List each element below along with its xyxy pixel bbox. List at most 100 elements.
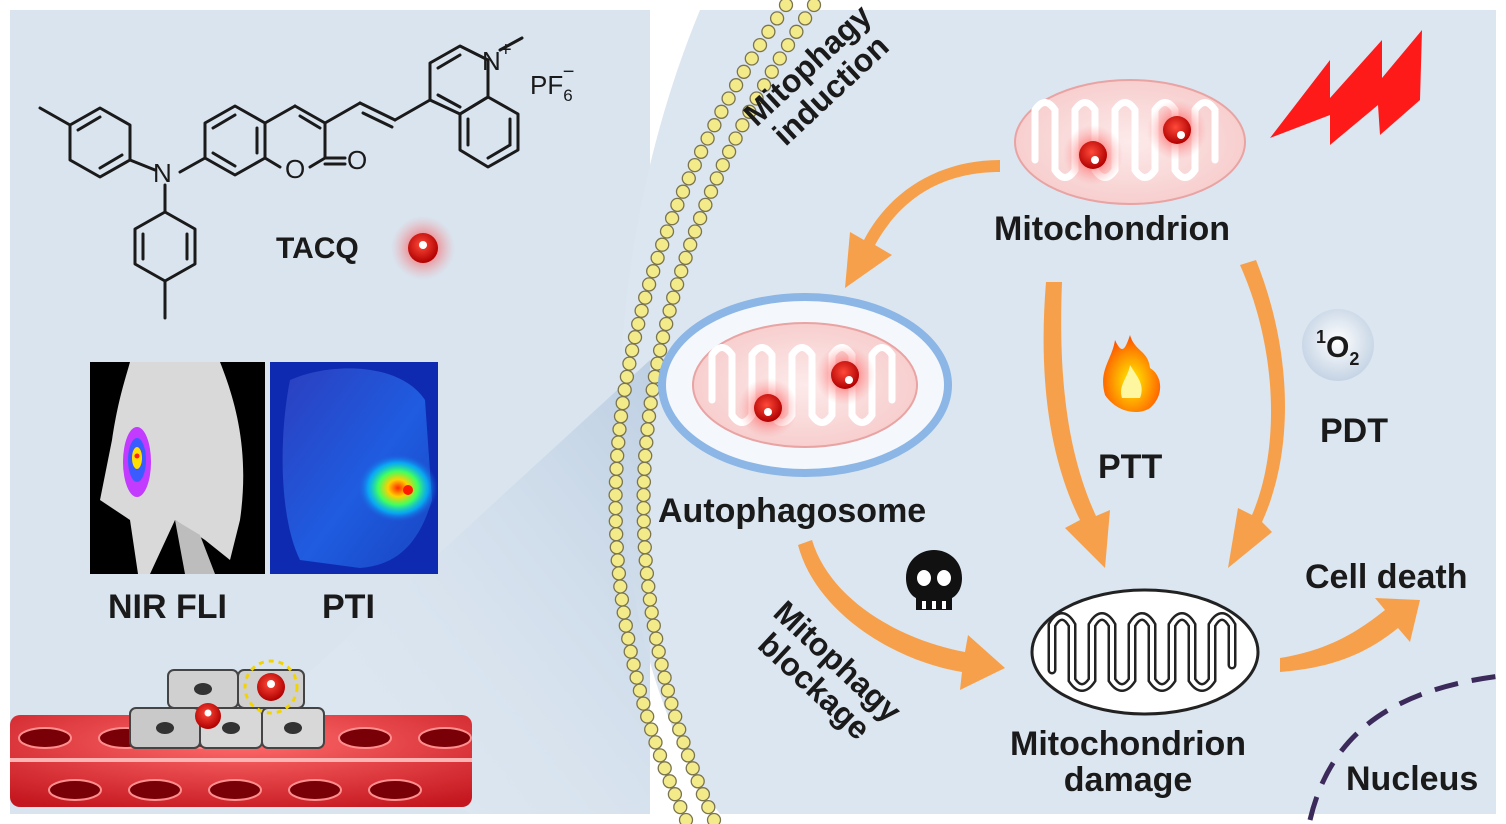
membrane-bead [615, 395, 630, 411]
membrane-bead [639, 435, 654, 450]
membrane-bead [644, 722, 659, 737]
membrane-bead [703, 184, 719, 199]
magnification-beam [290, 360, 650, 814]
membrane-bead [613, 409, 629, 424]
membrane-bead [638, 290, 653, 305]
membrane-bead [664, 211, 680, 226]
membrane-bead [772, 51, 787, 66]
membrane-bead [640, 709, 655, 724]
membrane-bead [644, 605, 659, 620]
membrane-bead [627, 330, 643, 345]
membrane-bead [670, 197, 685, 213]
flow-arrows [798, 160, 1420, 690]
skull-icon [906, 550, 962, 610]
membrane-bead [662, 303, 677, 318]
singlet-oxygen-sup: 1 [1316, 327, 1327, 347]
membrane-bead [613, 579, 628, 594]
membrane-bead [700, 131, 715, 146]
membrane-bead [609, 527, 624, 542]
red-blood-cell [128, 779, 182, 801]
membrane-bead [744, 51, 759, 66]
membrane-bead [621, 631, 636, 646]
membrane-bead [645, 382, 660, 398]
membrane-bead [646, 264, 661, 279]
counterion-pf6: PF6− [530, 62, 584, 104]
nir-fli-label: NIR FLI [108, 588, 227, 626]
atom-n-amine: N [153, 158, 172, 188]
arrow-pdt [1228, 260, 1285, 568]
membrane-bead [617, 382, 632, 398]
membrane-bead [701, 799, 716, 815]
membrane-bead [687, 224, 703, 239]
membrane-bead [619, 369, 635, 384]
membrane-bead [693, 144, 709, 159]
membrane-bead [721, 91, 736, 106]
red-blood-cell [368, 779, 422, 801]
membrane-bead [797, 11, 813, 26]
membrane-bead [764, 64, 779, 79]
membrane-bead [695, 787, 711, 802]
pdt-label: PDT [1320, 412, 1388, 450]
singlet-oxygen-bubble [1302, 309, 1374, 381]
membrane-bead [769, 11, 785, 26]
membrane-bead [608, 500, 623, 516]
membrane-bead [636, 487, 651, 503]
membrane-bead [742, 104, 757, 119]
membrane-bead [654, 657, 669, 672]
membrane-bead [642, 592, 658, 607]
membrane-bead [636, 500, 651, 516]
atom-o-carbonyl: O [347, 145, 368, 175]
membrane-bead [610, 553, 625, 568]
membrane-bead [690, 774, 705, 789]
membrane-bead [657, 670, 672, 685]
autophagosome-label: Autophagosome [658, 492, 927, 530]
membrane-bead [657, 761, 672, 776]
membrane-bead [706, 812, 722, 824]
mitochondrion-damage-line2: damage [1063, 760, 1193, 799]
membrane-bead [678, 812, 694, 824]
red-blood-cell [418, 727, 472, 749]
membrane-bead [664, 696, 679, 711]
red-blood-cell [18, 727, 72, 749]
membrane-bead [655, 330, 671, 345]
membrane-bead [707, 118, 722, 133]
red-blood-cell [288, 779, 342, 801]
membrane-bead [680, 748, 696, 763]
membrane-bead [611, 566, 627, 581]
membrane-bead [638, 448, 653, 463]
tacq-chemical-structure [38, 36, 524, 320]
tacq-probe-highlight [419, 241, 427, 249]
membrane-bead [789, 24, 804, 39]
membrane-bead [632, 683, 648, 698]
membrane-bead [641, 409, 657, 424]
tumor-cells [129, 659, 325, 749]
red-blood-cell [338, 727, 392, 749]
membrane-bead [637, 527, 652, 542]
membrane-bead [652, 343, 668, 358]
membrane-bead [655, 237, 670, 252]
membrane-bead [643, 395, 658, 411]
membrane-bead [638, 553, 653, 568]
membrane-bead [749, 91, 764, 106]
membrane-bead [780, 37, 796, 53]
membrane-bead [667, 787, 683, 802]
membrane-bead [624, 343, 640, 358]
membrane-bead [672, 722, 687, 737]
membrane-bead [614, 592, 630, 607]
red-blood-cell [208, 779, 262, 801]
membrane-bead [683, 237, 698, 252]
singlet-oxygen-label: 1O2 [1316, 328, 1359, 368]
membrane-bead [652, 748, 668, 763]
charge-plus: + [500, 39, 512, 61]
membrane-bead [651, 644, 666, 659]
membrane-bead [681, 171, 696, 186]
membrane-bead [636, 474, 652, 490]
counterion-main: PF [530, 70, 564, 100]
membrane-bead [641, 277, 657, 292]
mitochondrion-label: Mitochondrion [994, 210, 1231, 248]
mitochondrion-damage-label: Mitochondrion damage [1010, 726, 1246, 799]
membrane-bead [639, 566, 655, 581]
membrane-bead [612, 422, 627, 437]
membrane-bead [685, 761, 700, 776]
